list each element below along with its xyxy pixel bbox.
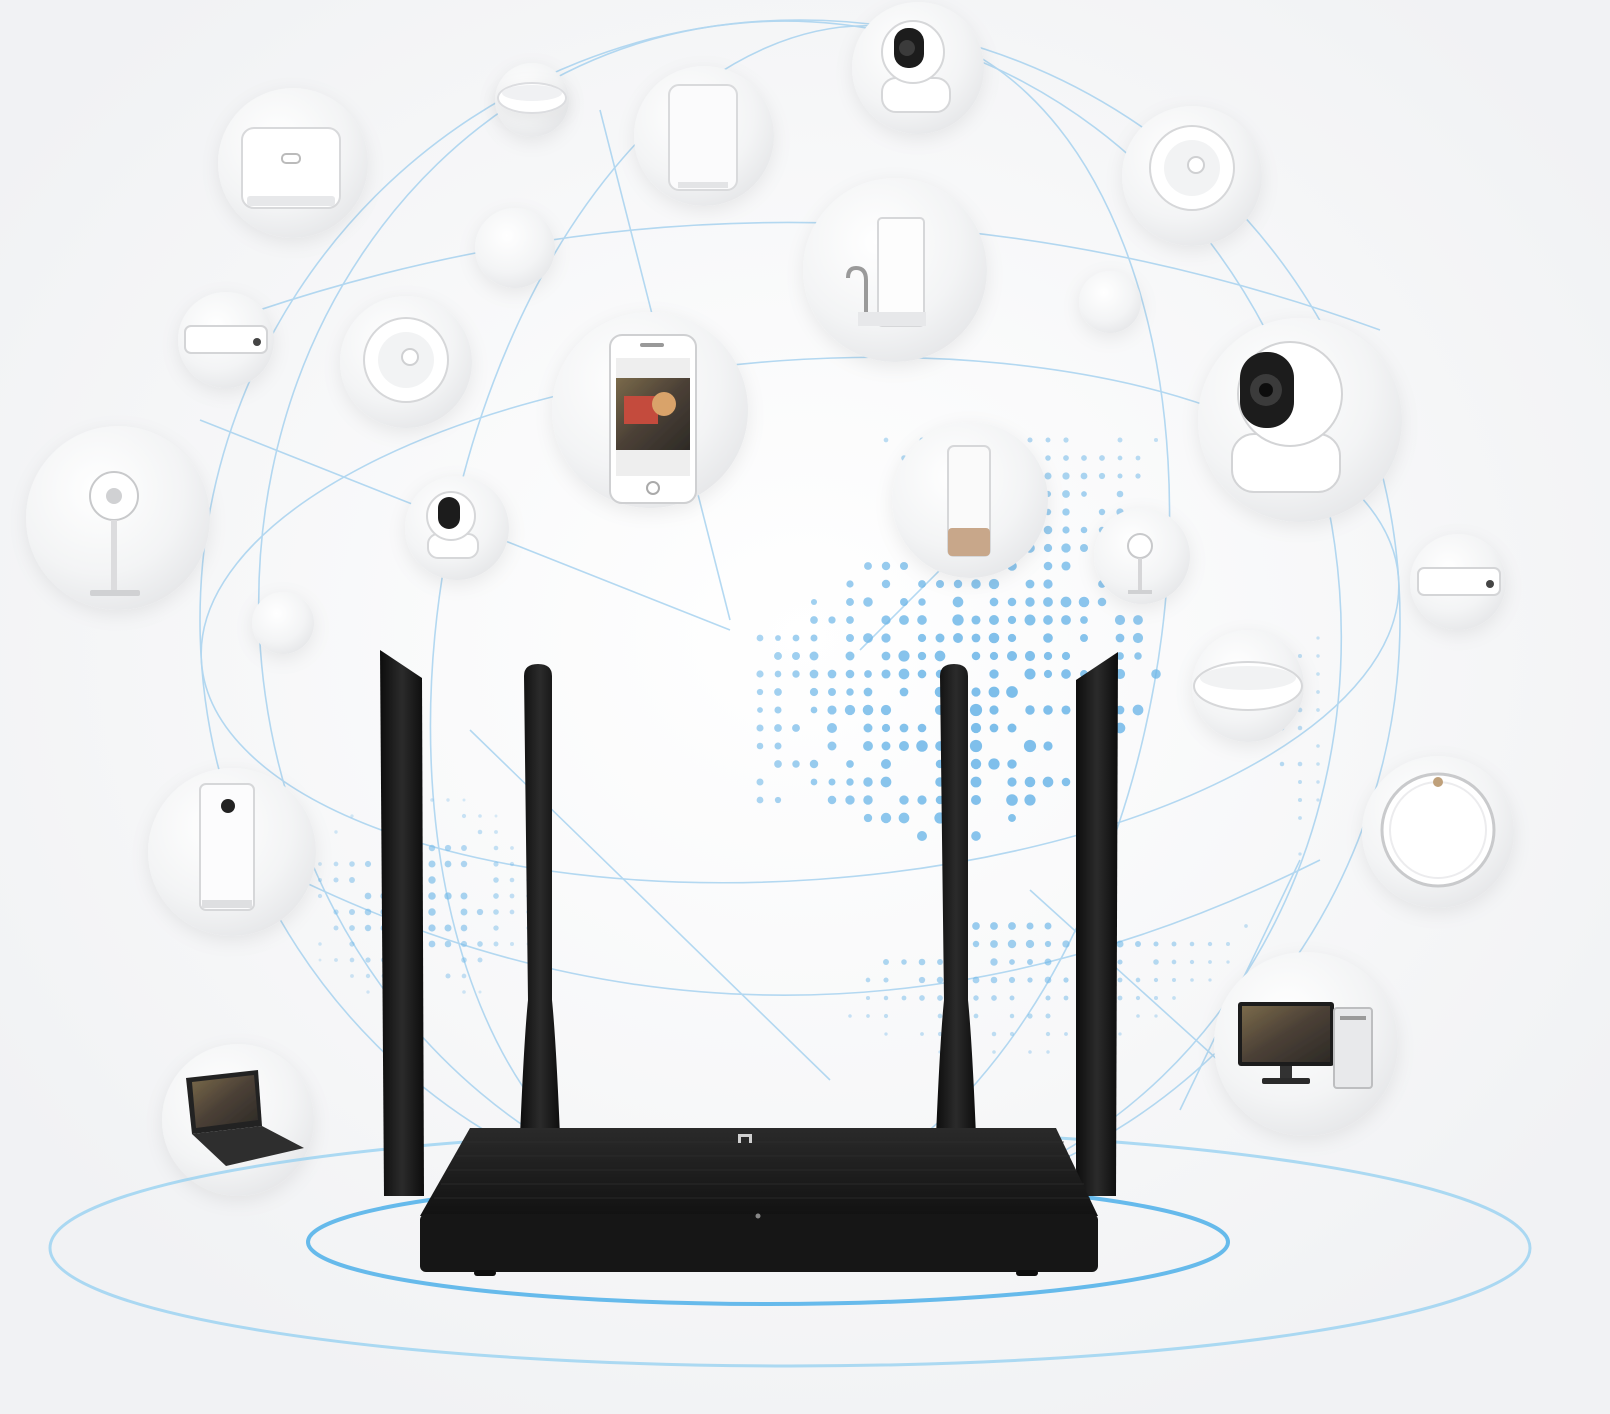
smoke-detector-icon (340, 296, 472, 428)
ceiling-light-icon (497, 82, 567, 114)
router-front-panel (420, 1214, 1098, 1272)
ceiling-light-icon (1192, 630, 1304, 742)
router-antenna-left-inner (520, 664, 560, 1136)
router-top-panel (420, 1128, 1098, 1216)
smartphone-icon (552, 312, 748, 508)
air-purifier-icon (634, 66, 774, 206)
robot-vacuum-icon (1362, 756, 1514, 908)
air-purifier-icon (148, 768, 316, 936)
decorative-bubbles (252, 63, 1141, 654)
smoke-detector-icon (1122, 106, 1262, 246)
air-conditioner-icon (178, 292, 274, 388)
router-antenna-left-outer (380, 650, 424, 1196)
router-logo-icon (738, 1134, 752, 1143)
router-antenna-right-inner (936, 664, 976, 1136)
security-camera-icon (405, 476, 509, 580)
router-status-led (755, 1213, 761, 1219)
air-conditioner-icon (1410, 534, 1506, 630)
wireless-router (380, 650, 1118, 1276)
device-bubbles (26, 2, 1514, 1196)
standing-fan-icon (26, 426, 210, 610)
security-camera-icon (1198, 318, 1402, 522)
standing-fan-icon (1094, 508, 1190, 604)
smart-speaker-icon (892, 422, 1048, 578)
router-antenna-right-outer (1076, 652, 1118, 1196)
rice-cooker-icon (218, 88, 368, 238)
security-camera-icon (852, 2, 984, 134)
water-purifier-icon (803, 178, 987, 362)
desktop-computer-icon (1214, 952, 1398, 1136)
laptop-icon (162, 1044, 314, 1196)
